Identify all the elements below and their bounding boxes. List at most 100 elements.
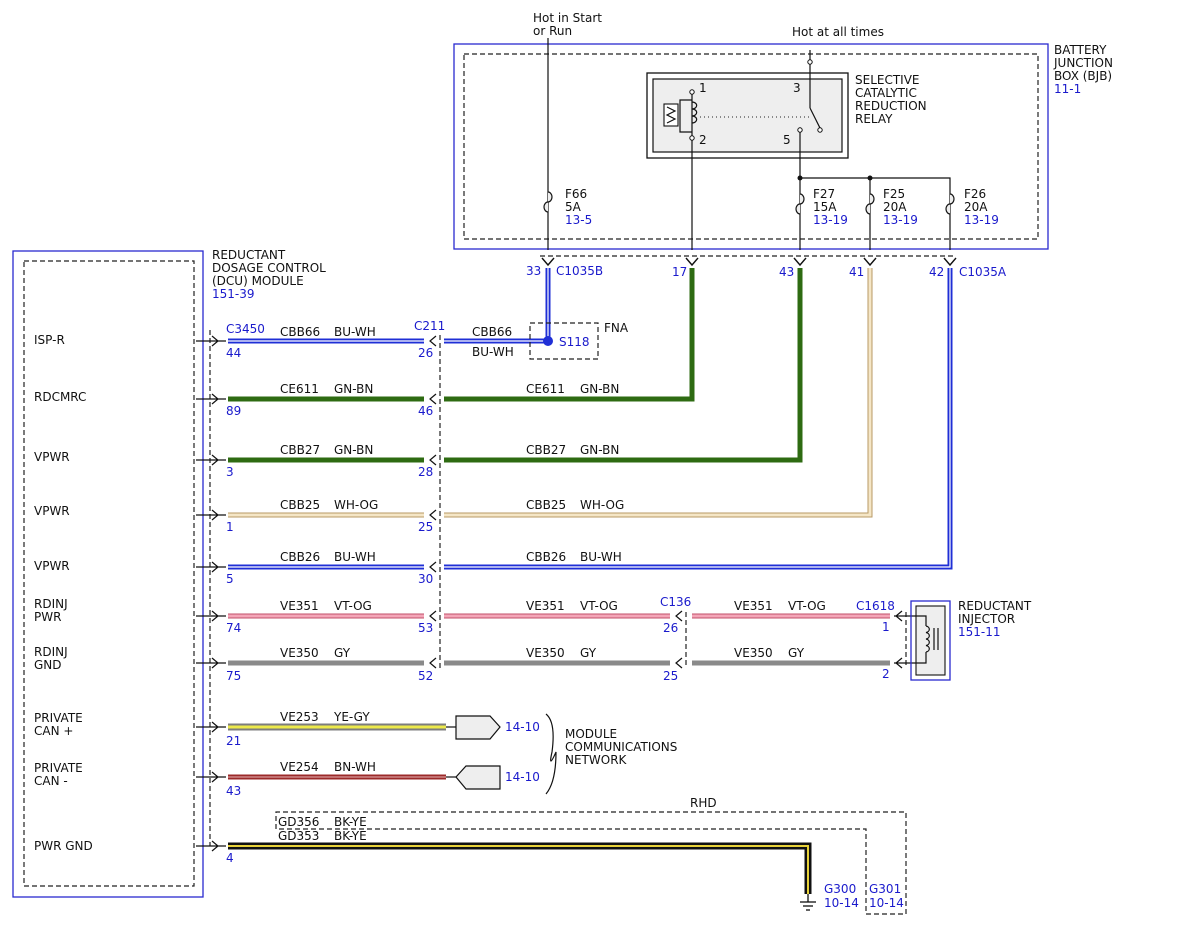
bjb-outline [453,43,1049,250]
can-minus-ref: 14-10 [505,770,540,784]
bjb-pin-42: 42 [929,265,944,279]
splice-fna-box [529,322,599,360]
dcu-pin-rdinj-gnd-1: RDINJ [34,645,68,659]
c211-pin-53: 53 [418,621,433,635]
wire-cbb25-circuit-a: CBB25 [280,498,320,512]
c1035-arrows [541,257,957,267]
g301-ref: 10-14 [869,896,904,910]
injector-ref: 151-11 [958,625,1001,639]
fuse-f26-ref: 13-19 [964,213,999,227]
c136-label: C136 [660,595,691,609]
wire-cbb66-color-a: BU-WH [334,325,376,339]
c211-pin-52: 52 [418,669,433,683]
c211-label: C211 [414,319,445,333]
wire-cbb27 [228,268,803,463]
hot-start-run-1: Hot in Start [533,11,602,25]
network-label-3: NETWORK [565,753,628,767]
wire-ce611-circuit-a: CE611 [280,382,319,396]
c211-pin-30: 30 [418,572,433,586]
injector-inner [915,605,946,676]
wire-ve254-color: BN-WH [334,760,376,774]
c1035b-label: C1035B [556,264,603,278]
injector-name-2: INJECTOR [958,612,1015,626]
relay-name-2: CATALYTIC [855,86,917,100]
wire-cbb66-circuit-a: CBB66 [280,325,320,339]
wire-ve351-color-b: VT-OG [580,599,618,613]
dcu-pin-num-75: 75 [226,669,241,683]
c1618-label: C1618 [856,599,895,613]
dcu-pin-rdinj-gnd-2: GND [34,658,62,672]
c1618-pin-1: 1 [882,620,890,634]
c1618-pin-2: 2 [882,667,890,681]
wire-ve350-color-b: GY [580,646,597,660]
c211-pin-25: 25 [418,520,433,534]
rhd-dashed-outline [275,811,907,915]
wire-cbb27-circuit-b: CBB27 [526,443,566,457]
wire-ve350-color-a: GY [334,646,351,660]
injector-name-1: REDUCTANT [958,599,1032,613]
bjb-inner [463,53,1039,240]
wire-cbb26-color-b: BU-WH [580,550,622,564]
dcu-outline [12,250,204,898]
dcu-title-3: (DCU) MODULE [212,274,304,288]
dcu-pin-num-3: 3 [226,465,234,479]
fuse-f66-icon [543,191,553,213]
bjb-title-3: BOX (BJB) [1054,69,1112,83]
c1618-arrows [894,610,912,669]
ground-wire-1-color: BK-YE [334,815,367,829]
splice-fna-label: FNA [604,321,629,335]
wire-cbb25 [228,268,873,518]
wire-ce611-color-b: GN-BN [580,382,619,396]
relay-pin-1: 1 [699,81,707,95]
wire-ce611-circuit-b: CE611 [526,382,565,396]
relay-name-1: SELECTIVE [855,73,920,87]
g301-name: G301 [869,882,901,896]
dcu-pin-num-43: 43 [226,784,241,798]
relay-name-3: REDUCTION [855,99,927,113]
g300-ref: 10-14 [824,896,859,910]
network-label-1: MODULE [565,727,617,741]
dcu-pin-num-89: 89 [226,404,241,418]
wire-ve350-circuit-c: VE350 [734,646,773,660]
fuse-f66-ref: 13-5 [565,213,592,227]
fuse-f27-rating: 15A [813,200,837,214]
ground-wire-1-circuit: GD356 [278,815,319,829]
wire-ve351-color-a: VT-OG [334,599,372,613]
dcu-pin-isp-r: ISP-R [34,333,65,347]
splice-s118-label: S118 [559,335,590,349]
wire-ve351-color-c: VT-OG [788,599,826,613]
relay-switch-icon [797,50,823,250]
fuse-f26-rating: 20A [964,200,988,214]
dcu-pin-rdinj-pwr-1: RDINJ [34,597,68,611]
c3450-label: C3450 [226,322,265,336]
fuse-f27-icon [795,193,805,215]
injector-outline [910,600,951,681]
bjb-title-2: JUNCTION [1053,56,1113,70]
g300-name: G300 [824,882,856,896]
wire-cbb25-color-b: WH-OG [580,498,624,512]
wire-ve351-circuit-b: VE351 [526,599,565,613]
fuse-f66-rating: 5A [565,200,582,214]
dcu-pin-num-5: 5 [226,572,234,586]
relay-coil-icon [663,89,812,250]
can-plus-ref: 14-10 [505,720,540,734]
dcu-pin-vpwr-c: VPWR [34,559,70,573]
dcu-pin-vpwr-b: VPWR [34,504,70,518]
bjb-title-1: BATTERY [1054,43,1107,57]
dcu-title-2: DOSAGE CONTROL [212,261,326,275]
c211-arrows [429,335,437,669]
dcu-ref: 151-39 [212,287,255,301]
wire-cbb25-circuit-b: CBB25 [526,498,566,512]
fuse-f27-ref: 13-19 [813,213,848,227]
hot-all-times: Hot at all times [792,25,884,39]
wire-cbb26 [228,268,953,570]
dcu-pin-num-74: 74 [226,621,241,635]
injector-coil-icon [912,615,939,664]
relay-pin-5: 5 [783,133,791,147]
dcu-pin-vpwr-a: VPWR [34,450,70,464]
dcu-pin-arrows [196,335,226,852]
wire-cbb66-circuit-b: CBB66 [472,325,512,339]
wire-ve350-circuit-b: VE350 [526,646,565,660]
wire-cbb25-color-a: WH-OG [334,498,378,512]
